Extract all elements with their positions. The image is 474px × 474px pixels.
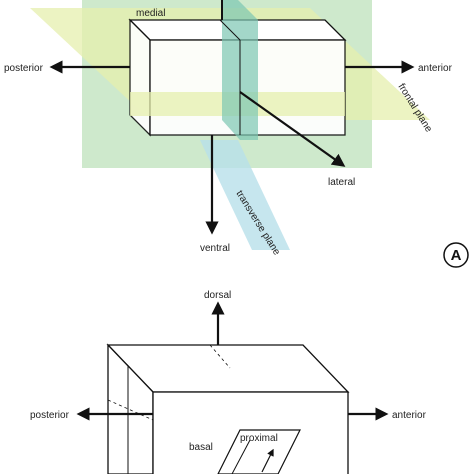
cube-midline-top [219,19,241,41]
bottom-cube-slot [217,429,301,474]
cube-side-face [129,18,151,137]
bottom-cube-dashed-edge-side [107,399,154,421]
label-ventral: ventral [200,243,230,254]
top-cube [128,0,347,140]
proximal-arrow [261,448,274,473]
bottom-cube-dashed-edge [209,344,231,369]
label-proximal: proximal [240,433,278,444]
lateral-arrow [239,91,346,167]
bottom-cube-slot-inner [231,439,251,474]
label-medial: medial [136,8,165,19]
label-dorsal: dorsal [204,290,231,301]
top-diagram: medial posterior anterior frontal plane … [4,0,469,268]
bottom-cube-side-face [107,343,154,474]
transverse-plane [200,140,290,250]
bottom-diagram: dorsal posterior anterior basal proximal [30,290,427,474]
label-basal: basal [189,442,213,453]
label-posterior-top: posterior [4,63,44,74]
label-anterior-bottom: anterior [392,410,427,421]
label-anterior-top: anterior [418,63,453,74]
label-lateral: lateral [328,177,355,188]
bottom-cube [106,343,350,474]
panel-letter: A [451,247,462,264]
label-posterior-bottom: posterior [30,410,70,421]
panel-letter-circle [443,242,469,268]
